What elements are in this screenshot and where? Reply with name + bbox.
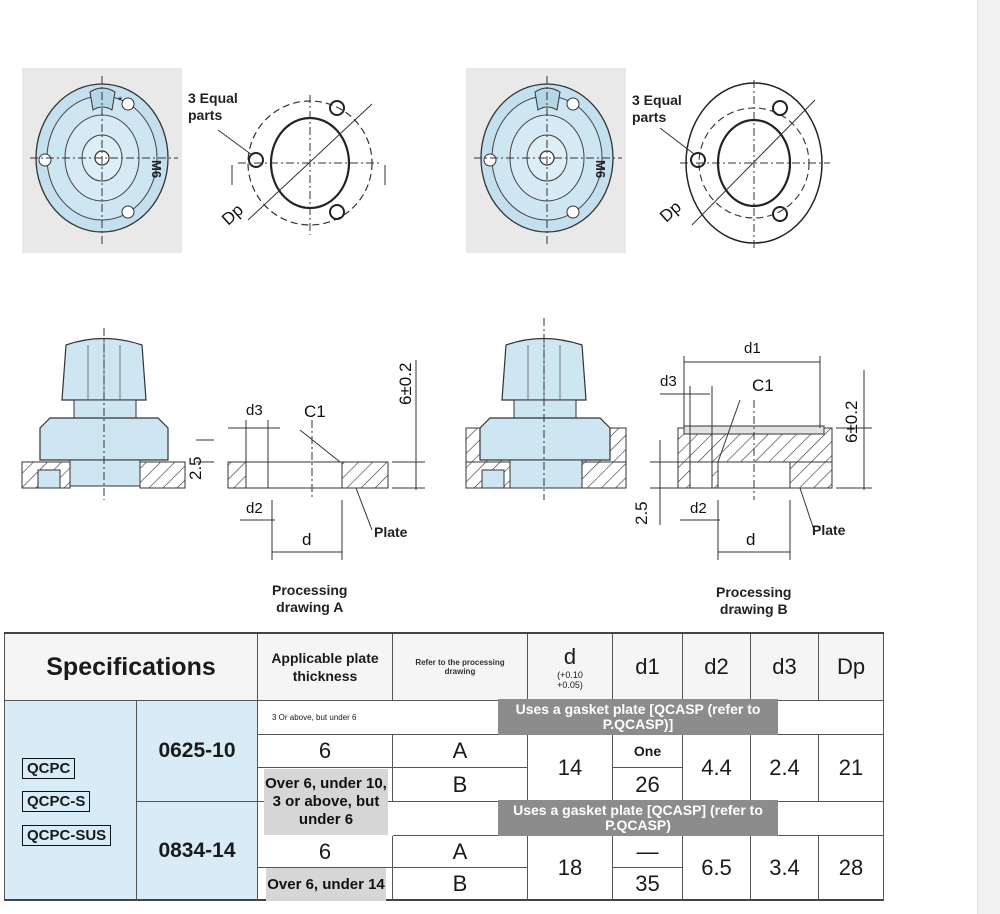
d2-label-a: d2 <box>246 500 263 517</box>
d-value-2: 18 <box>528 836 613 901</box>
d-tolerance: (+0.10 +0.05) <box>557 670 583 690</box>
plate-label-b: Plate <box>812 522 846 538</box>
d2-value-2: 6.5 <box>683 836 751 901</box>
series-qcpc-s: QCPC-S <box>22 791 91 812</box>
d1-header: d1 <box>613 634 683 701</box>
d1-value-1a: One <box>613 735 683 768</box>
model-0625-10: 0625-10 <box>137 701 258 802</box>
processing-view-b <box>650 356 872 560</box>
technical-drawings: M6 * M6 <box>21 68 872 560</box>
top-view-b: M6 <box>466 68 626 253</box>
series-qcpc: QCPC <box>22 758 76 779</box>
page-edge-strip <box>977 0 1000 914</box>
thickness-2a: 6 <box>258 836 393 868</box>
series-cell <box>4 701 137 901</box>
d1-value-2b: 35 <box>613 868 683 901</box>
equal-parts-label-a: 3 Equal parts <box>188 90 238 123</box>
depth-label-b: 2.5 <box>632 501 651 525</box>
d-value-1: 14 <box>528 735 613 802</box>
thickness-label-a: 6±0.2 <box>396 362 415 405</box>
plate-view-a <box>217 95 386 235</box>
equal-parts-label-b: 3 Equal parts <box>632 92 682 125</box>
thickness-label-b: 6±0.2 <box>842 400 861 443</box>
processing-view-a <box>227 360 425 560</box>
thickness-1a: 6 <box>258 735 393 768</box>
d2-label-b: d2 <box>690 500 707 517</box>
drawing-1b: B <box>393 768 528 802</box>
svg-text:M6: M6 <box>593 160 608 178</box>
side-view-a <box>21 328 214 500</box>
d2-header: d2 <box>683 634 751 701</box>
specifications-header: Specifications <box>4 634 258 701</box>
c1-label-a: C1 <box>304 402 326 421</box>
series-qcpc-sus: QCPC-SUS <box>22 825 112 846</box>
svg-text:M6: M6 <box>149 160 164 178</box>
d-header: d (+0.10 +0.05) <box>528 634 613 701</box>
refer-header: Refer to the processing drawing <box>393 634 528 701</box>
gasket-note-1: Uses a gasket plate [QCASP (refer to P.Q… <box>498 699 778 735</box>
d1-value-1b: 26 <box>613 768 683 802</box>
dp-value-2: 28 <box>819 836 884 901</box>
d-header-label: d <box>563 644 577 669</box>
top-view-a: M6 * <box>22 68 182 253</box>
gasket-note-2: Uses a gasket plate [QCASP] (refer to P.… <box>498 800 778 836</box>
d3-header: d3 <box>751 634 819 701</box>
dp-value-1: 21 <box>819 735 884 802</box>
plate-view-b <box>659 80 830 248</box>
d3-value-1: 2.4 <box>751 735 819 802</box>
drawing-b-caption: Processing drawing B <box>716 584 792 617</box>
d3-value-2: 3.4 <box>751 836 819 901</box>
d-label-a: d <box>302 530 312 549</box>
dp-header: Dp <box>819 634 884 701</box>
d3-label-a: d3 <box>246 402 263 419</box>
d3-label-b: d3 <box>660 373 677 390</box>
d2-value-1: 4.4 <box>683 735 751 802</box>
model-0834-14: 0834-14 <box>137 802 258 901</box>
drawing-a-caption: Processing drawing A <box>272 582 348 615</box>
d-label-b: d <box>746 530 756 549</box>
drawing-2b: B <box>393 868 528 901</box>
drawing-2a: A <box>393 836 528 868</box>
d1-label-b: d1 <box>744 340 761 357</box>
side-view-b <box>465 318 627 500</box>
d1-value-2a: — <box>613 836 683 868</box>
range-note: 3 Or above, but under 6 <box>272 713 357 722</box>
plate-thickness-header: Applicable plate thickness <box>258 634 393 701</box>
thickness-1b: Over 6, under 10, 3 or above, but under … <box>264 769 388 835</box>
c1-label-b: C1 <box>752 376 774 395</box>
depth-label-a: 2.5 <box>186 456 205 480</box>
drawing-1a: A <box>393 735 528 768</box>
svg-text:*: * <box>118 95 123 107</box>
thickness-2b: Over 6, under 14 <box>266 868 386 901</box>
plate-label-a: Plate <box>374 524 408 540</box>
